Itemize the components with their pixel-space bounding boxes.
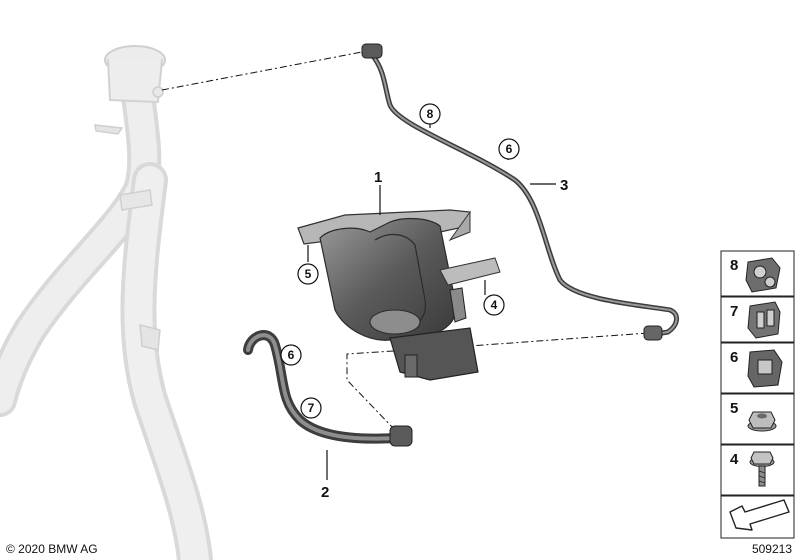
copyright-notice: © 2020 BMW AG	[6, 542, 98, 556]
circled-callout-8: 8	[419, 103, 441, 125]
direction-arrow-icon	[729, 499, 790, 531]
circled-callout-6-pipe: 6	[498, 138, 520, 160]
svg-text:7: 7	[308, 401, 315, 415]
diagram-number: 509213	[751, 542, 792, 556]
legend-item-6: 6	[720, 342, 795, 394]
legend-item-7: 7	[720, 296, 795, 343]
circled-callout-5: 5	[297, 263, 319, 285]
svg-text:7: 7	[730, 303, 738, 320]
clamp-clip-icon	[747, 349, 783, 388]
svg-text:4: 4	[491, 298, 498, 312]
callout-3: 3	[560, 177, 568, 194]
svg-text:6: 6	[730, 349, 738, 366]
parts-legend: 8 7 6	[720, 250, 795, 539]
filler-neck-ghost	[0, 45, 213, 560]
hose-line	[243, 330, 413, 447]
callout-1: 1	[374, 169, 382, 186]
svg-text:5: 5	[305, 267, 312, 281]
charcoal-canister	[297, 209, 501, 381]
callout-2: 2	[321, 484, 329, 501]
hex-nut-icon	[747, 411, 777, 432]
legend-item-5: 5	[720, 393, 795, 445]
svg-text:4: 4	[730, 451, 739, 468]
circled-callout-7: 7	[300, 397, 322, 419]
svg-text:6: 6	[288, 348, 295, 362]
svg-text:8: 8	[427, 107, 434, 121]
svg-text:8: 8	[730, 257, 738, 274]
line-holder-clip-icon	[747, 301, 781, 339]
connection-lines	[161, 51, 649, 431]
vent-pipe	[361, 43, 679, 341]
legend-item-4: 4	[720, 444, 795, 496]
double-clip-icon	[745, 257, 781, 293]
legend-item-direction	[720, 495, 795, 539]
circled-callout-6-hose: 6	[280, 344, 302, 366]
svg-text:6: 6	[506, 142, 513, 156]
hex-bolt-icon	[749, 451, 775, 487]
legend-item-8: 8	[720, 250, 795, 297]
circled-callout-4: 4	[483, 294, 505, 316]
svg-text:5: 5	[730, 400, 738, 417]
